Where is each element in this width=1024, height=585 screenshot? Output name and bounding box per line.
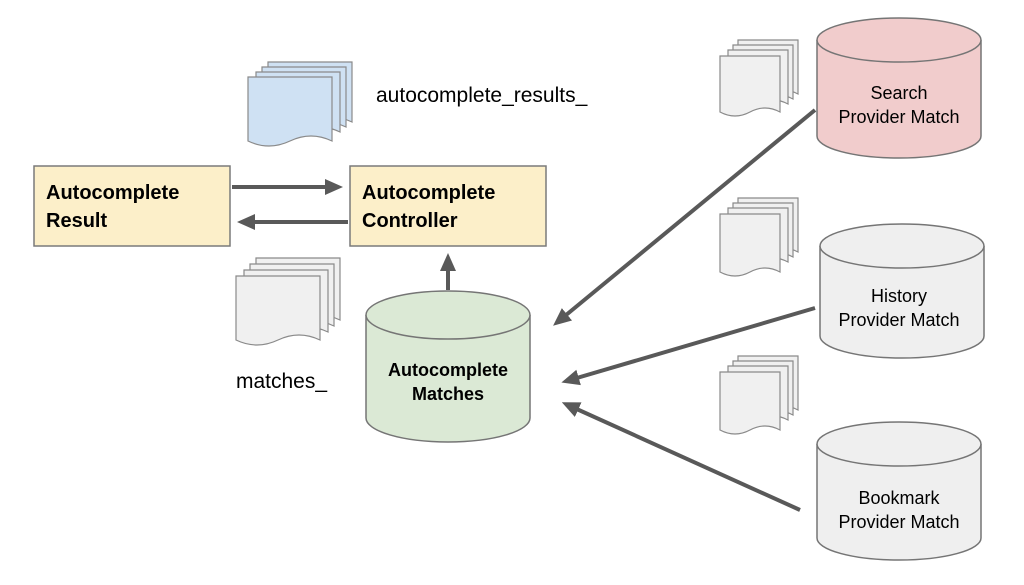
- bookmark-to-matches-arrow: [561, 402, 801, 512]
- document-stack-icon: [719, 39, 799, 117]
- autocomplete-controller-box: Autocomplete Controller: [349, 165, 547, 247]
- autocomplete-controller-line2: Controller: [362, 210, 458, 232]
- autocomplete-matches-line1: Autocomplete: [388, 360, 508, 380]
- bookmark-provider-line2: Provider Match: [838, 512, 959, 532]
- history-to-matches-arrow: [561, 306, 816, 386]
- matches-label: matches_: [236, 370, 327, 393]
- search-provider-line1: Search: [870, 83, 927, 103]
- search-provider-line2: Provider Match: [838, 107, 959, 127]
- autocomplete-matches-line2: Matches: [412, 384, 484, 404]
- history-provider-line1: History: [871, 286, 927, 306]
- history-provider-cylinder: History Provider Match: [819, 223, 985, 359]
- history-provider-line2: Provider Match: [838, 310, 959, 330]
- search-to-matches-arrow: [553, 108, 817, 326]
- document-stack-icon: [719, 197, 799, 277]
- bookmark-provider-line1: Bookmark: [858, 488, 940, 508]
- document-stack-icon: [247, 61, 353, 147]
- autocomplete-result-box: Autocomplete Result: [33, 165, 231, 247]
- autocomplete-matches-cylinder: Autocomplete Matches: [365, 290, 531, 443]
- document-stack-icon: [235, 257, 341, 346]
- autocomplete-result-line1: Autocomplete: [46, 182, 179, 204]
- autocomplete-results-label: autocomplete_results_: [376, 84, 588, 107]
- autocomplete-controller-line1: Autocomplete: [362, 182, 495, 204]
- autocomplete-result-line2: Result: [46, 210, 107, 232]
- document-stack-icon: [719, 355, 799, 435]
- bookmark-provider-cylinder: Bookmark Provider Match: [816, 421, 982, 561]
- search-provider-cylinder: Search Provider Match: [816, 17, 982, 159]
